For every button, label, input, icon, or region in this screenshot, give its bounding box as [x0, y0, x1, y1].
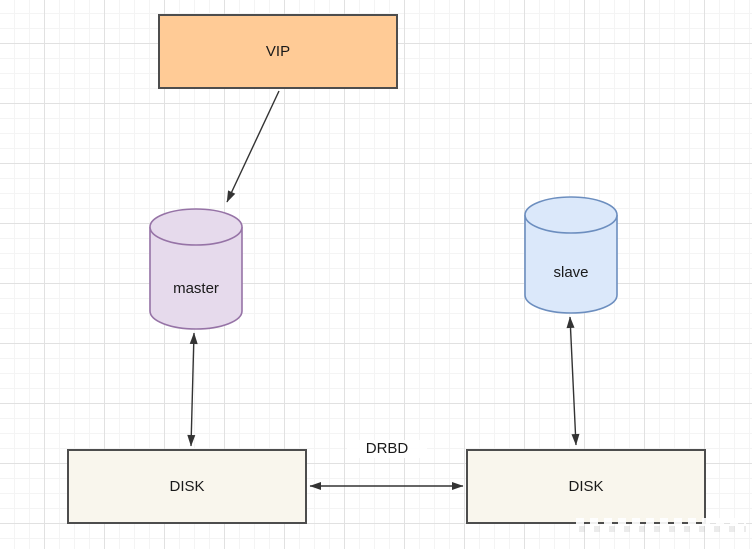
master-disk-arrow — [187, 332, 198, 447]
watermark — [576, 516, 746, 532]
master-node-label: master — [173, 280, 219, 297]
disk-left-node: DISK — [67, 449, 307, 524]
disk-right-node: DISK — [466, 449, 706, 524]
vip-node: VIP — [158, 14, 398, 89]
slave-cylinder-body — [524, 215, 618, 314]
drbd-edge-label: DRBD — [347, 440, 427, 458]
vip-to-master-arrow — [226, 90, 280, 203]
slave-db-cylinder — [524, 196, 618, 314]
master-cylinder-top — [149, 208, 243, 246]
slave-node-label: slave — [553, 264, 589, 281]
slave-disk-arrow — [566, 316, 580, 446]
master-cylinder-body — [149, 227, 243, 330]
master-db-cylinder — [149, 208, 243, 330]
disk-right-node-label: DISK — [568, 478, 604, 495]
vip-node-label: VIP — [265, 43, 291, 60]
disk-left-node-label: DISK — [169, 478, 205, 495]
slave-cylinder-top — [524, 196, 618, 234]
